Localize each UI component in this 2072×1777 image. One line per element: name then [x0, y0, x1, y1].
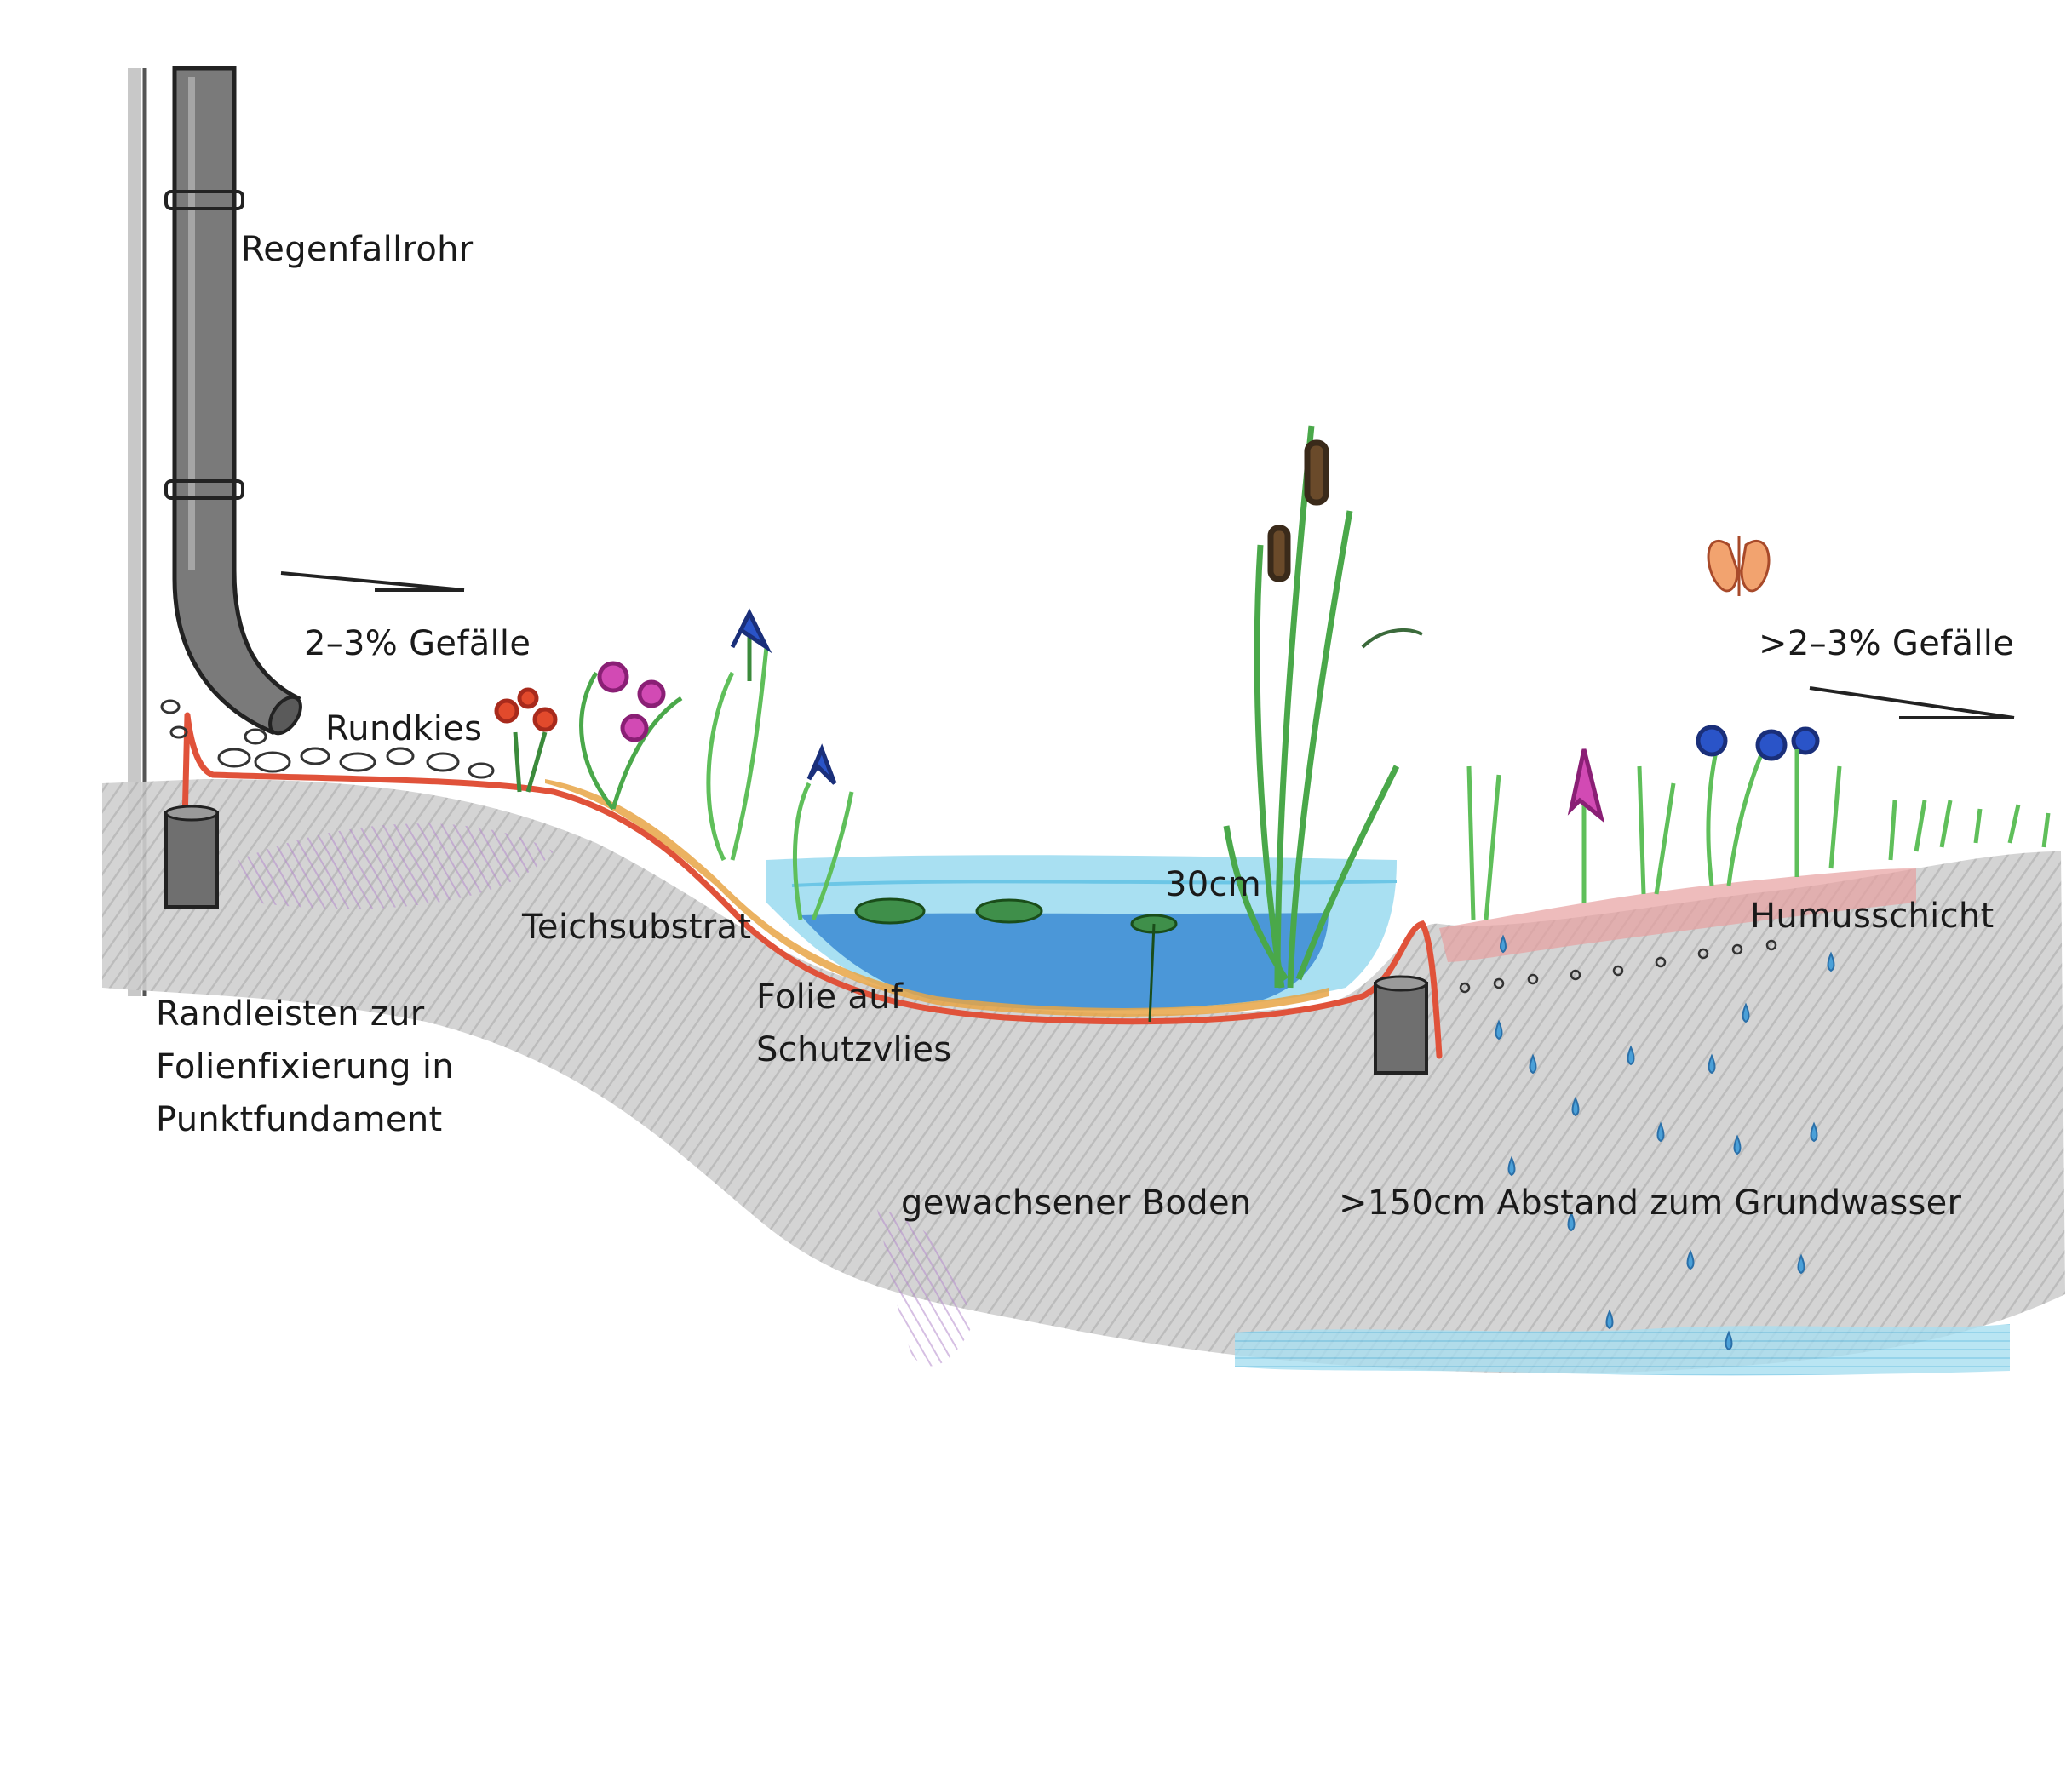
label-pond-substrate: Teichsubstrat [522, 908, 752, 947]
point-foundation-left [164, 805, 219, 909]
pond-water [766, 855, 1398, 1011]
label-depth: 30cm [1165, 865, 1262, 904]
label-slope-left: 2–3% Gefälle [304, 624, 531, 663]
label-groundwater-distance: >150cm Abstand zum Grundwasser [1339, 1184, 1962, 1223]
soil-shading-left [238, 823, 554, 909]
downpipe-graphic [164, 66, 302, 736]
label-native-soil: gewachsener Boden [901, 1184, 1252, 1223]
cattail-reeds [1223, 425, 1423, 989]
soil-shading-bottom [877, 1209, 971, 1367]
groundwater [1235, 1324, 2010, 1376]
point-foundation-right [1374, 975, 1428, 1075]
infiltration-drops [1495, 934, 1835, 1351]
humus-layer-band [1439, 868, 1916, 962]
label-downpipe: Regenfallrohr [241, 230, 474, 269]
slope-indicator-right [1809, 686, 2015, 719]
label-liner: Folie auf Schutzvlies [756, 977, 952, 1069]
label-edge-strips: Randleisten zur Folienfixierung in Punkt… [156, 995, 454, 1139]
gravel-stones [160, 699, 495, 779]
flowering-plants-left [494, 608, 854, 920]
butterfly-icon [1707, 536, 1771, 596]
water-lilies [854, 897, 1178, 1023]
label-slope-right: >2–3% Gefälle [1759, 624, 2015, 663]
flowering-plants-right [1466, 725, 2051, 920]
gravel-dots-right [1459, 939, 1777, 994]
slope-indicator-left [280, 571, 465, 592]
label-gravel: Rundkies [325, 709, 483, 748]
label-humus-layer: Humusschicht [1750, 897, 1995, 936]
